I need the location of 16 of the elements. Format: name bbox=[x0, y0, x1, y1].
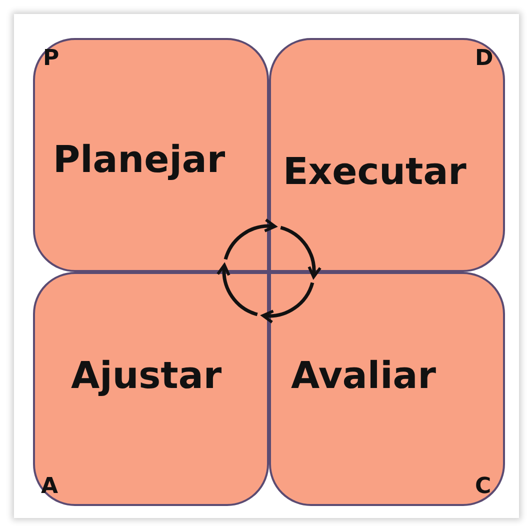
cycle-arrow bbox=[262, 282, 314, 324]
corner-letter: D bbox=[475, 46, 494, 71]
step-label: Executar bbox=[283, 150, 466, 193]
corner-letter: C bbox=[475, 474, 492, 499]
step-label: Planejar bbox=[53, 138, 226, 181]
corner-letter: A bbox=[41, 474, 58, 499]
petal-box bbox=[33, 272, 269, 506]
cycle-arrow bbox=[280, 226, 322, 278]
cycle-arrow bbox=[216, 264, 258, 316]
petal-box bbox=[33, 38, 269, 272]
corner-letter: P bbox=[43, 46, 60, 71]
petal-box bbox=[269, 272, 505, 506]
cycle-arrow bbox=[224, 218, 276, 260]
step-label: Ajustar bbox=[71, 354, 222, 397]
petal-box bbox=[269, 38, 505, 272]
step-label: Avaliar bbox=[291, 354, 436, 397]
